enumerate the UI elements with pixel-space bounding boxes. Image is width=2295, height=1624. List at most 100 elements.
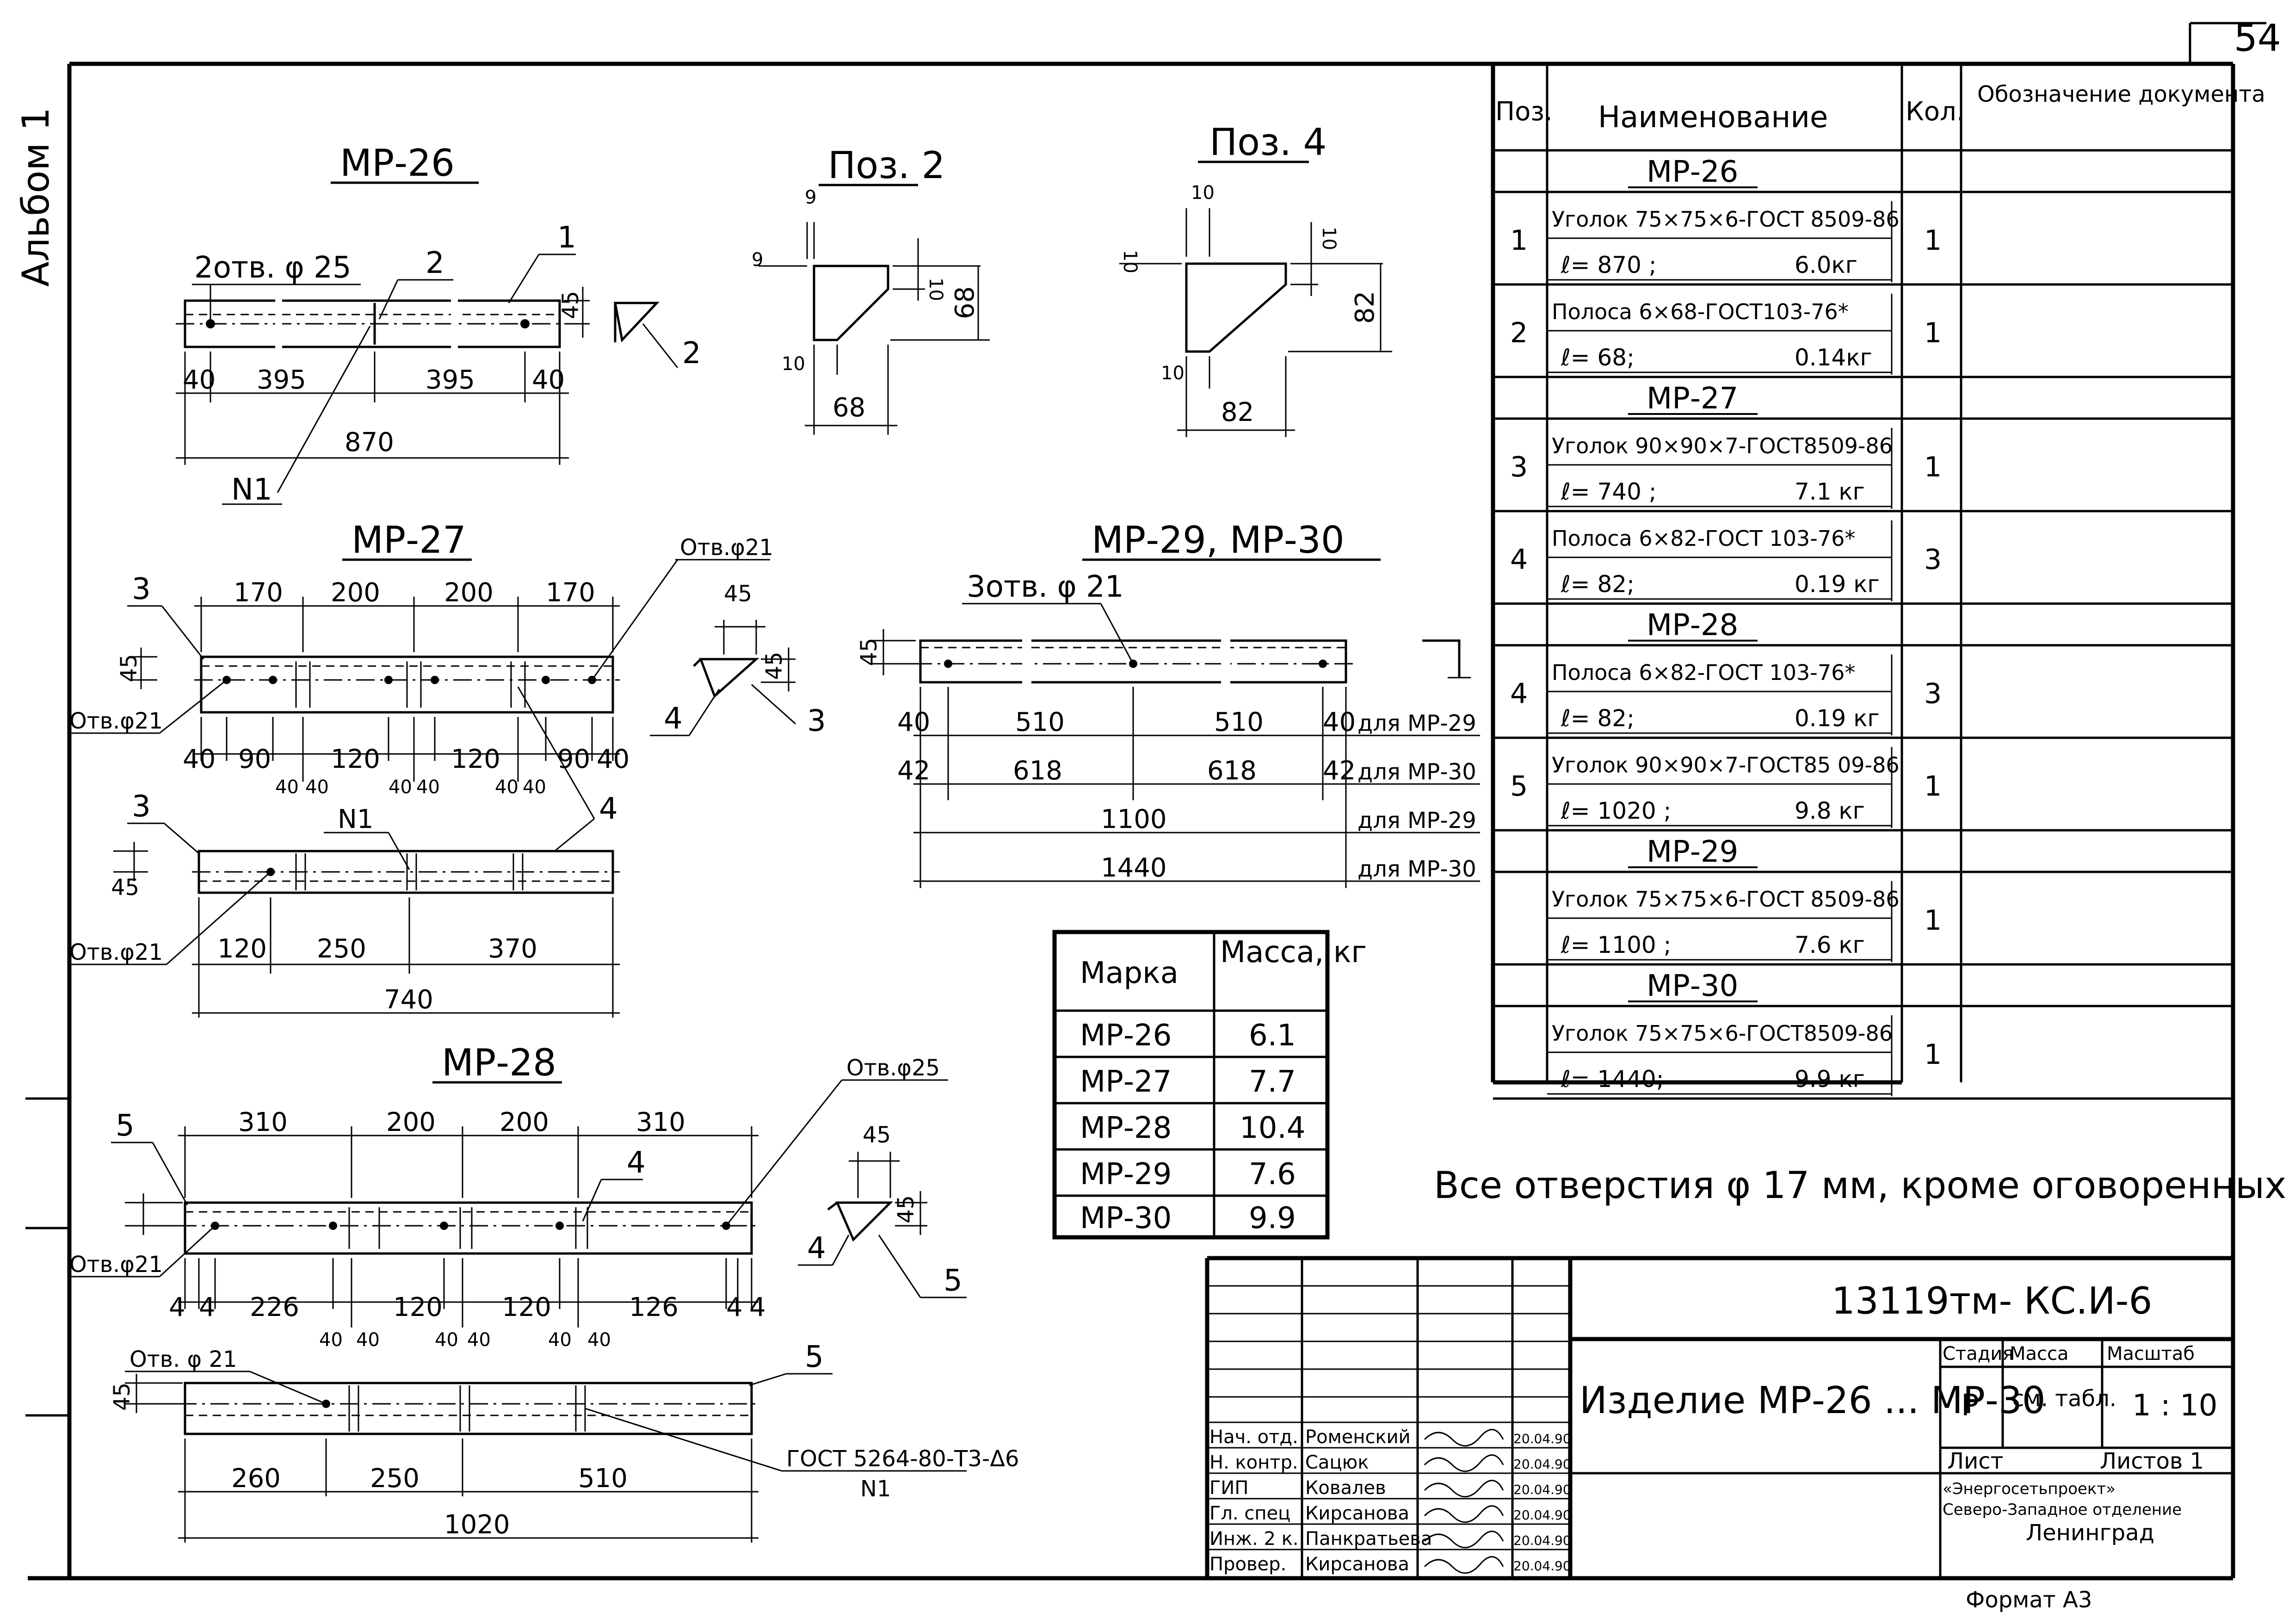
- mr27-dim-170a: 170: [234, 578, 283, 608]
- mass-table: Марка Масса, кг МР-26 6.1 МР-27 7.7 МР-2…: [1052, 930, 1367, 1240]
- spec-row-name: Уголок 75×75×6-ГОСТ 8509-86: [1552, 207, 1900, 232]
- spec-row-mass: 7.1 кг: [1795, 478, 1865, 505]
- mr29-total1-label: для МР-29: [1357, 808, 1476, 834]
- mr27-dim-120b: 120: [451, 744, 500, 774]
- mr27-dim-45c: 45: [761, 652, 787, 680]
- mr29-r1-40b: 40: [1323, 707, 1356, 737]
- signer-role: Н. контр.: [1209, 1452, 1298, 1473]
- spec-row-qty: 1: [1924, 1038, 1942, 1071]
- spec-group-mark: МР-26: [1647, 155, 1738, 189]
- spec-header-pos: Поз.: [1495, 97, 1553, 127]
- signer-date: 20.04.90: [1513, 1507, 1571, 1523]
- spec-row-name: Полоса 6×82-ГОСТ 103-76*: [1552, 660, 1855, 685]
- org-city: Ленинград: [2026, 1520, 2154, 1546]
- spec-row-pos: 5: [1510, 770, 1528, 803]
- spec-row-length: ℓ= 1440;: [1561, 1066, 1664, 1093]
- spec-row-mass: 0.14кг: [1795, 344, 1872, 371]
- mr29-total1: 1100: [1101, 804, 1167, 834]
- spec-row-length: ℓ= 740 ;: [1561, 478, 1657, 505]
- spec-row-name: Полоса 6×82-ГОСТ 103-76*: [1552, 526, 1855, 551]
- sheets-label: Листов 1: [2100, 1448, 2204, 1474]
- mr27-callout-4a: 4: [664, 702, 683, 736]
- mr28-total: 1020: [444, 1510, 510, 1540]
- mr28-weld-std: ГОСТ 5264-80-Т3-Δ6: [786, 1446, 1019, 1472]
- spec-row-length: ℓ= 68;: [1561, 344, 1635, 371]
- signer-date: 20.04.90: [1513, 1558, 1571, 1574]
- mr28-small-40e: 40: [548, 1329, 572, 1351]
- mr29-r1-label: для МР-29: [1357, 710, 1476, 736]
- mr28-holes-left: Отв.φ21: [69, 1252, 163, 1278]
- mr29-r2-label: для МР-30: [1357, 759, 1476, 785]
- mass-header: Масса: [2010, 1343, 2069, 1365]
- signer-date: 20.04.90: [1513, 1482, 1571, 1497]
- mr28-dim-120a: 120: [393, 1292, 443, 1322]
- mr28-dim-310b: 310: [636, 1107, 685, 1137]
- signer-role: Инж. 2 к.: [1209, 1528, 1299, 1550]
- signature: [1424, 1454, 1504, 1472]
- spec-row-qty: 1: [1924, 224, 1942, 257]
- signature: [1424, 1429, 1504, 1447]
- title-block: 13119тм- КС.И-6 Изделие МР-26 ... МР-30 …: [1205, 1256, 2233, 1613]
- mr27-dim-45d: 45: [111, 875, 139, 901]
- spec-group-mark: МР-27: [1647, 382, 1738, 416]
- signer-role: ГИП: [1209, 1477, 1248, 1499]
- mr28-small-40b: 40: [356, 1329, 380, 1351]
- mr27-small-40d: 40: [416, 777, 440, 798]
- mr26-dim-395b: 395: [426, 365, 475, 395]
- mr26-dim-40b: 40: [532, 365, 565, 395]
- mr28-small-40f: 40: [587, 1329, 611, 1351]
- mr27-dim-45a: 45: [116, 654, 142, 682]
- drawing-poz2: Поз. 2 9 9 10 68 10 68: [752, 144, 990, 435]
- mr27-dim-45b: 45: [724, 581, 752, 607]
- spec-row-mass: 9.9 кг: [1795, 1066, 1865, 1093]
- signer-role: Провер.: [1209, 1554, 1286, 1575]
- mr28-dim-4d: 4: [749, 1292, 766, 1322]
- mr29-side-dim: 45: [856, 638, 882, 666]
- spec-row-name: Полоса 6×68-ГОСТ103-76*: [1552, 299, 1849, 324]
- spec-row-mass: 0.19 кг: [1795, 705, 1880, 732]
- mass-row-1-mark: МР-26: [1080, 1019, 1172, 1053]
- spec-row-length: ℓ= 82;: [1561, 571, 1635, 598]
- spec-row-qty: 1: [1924, 770, 1942, 803]
- signer-name: Ковалев: [1305, 1477, 1386, 1499]
- mr28-callout-5c: 5: [805, 1340, 824, 1374]
- mr28-dim-126: 126: [629, 1292, 679, 1322]
- mr27-dim-170b: 170: [546, 578, 595, 608]
- mass-header-mark: Марка: [1080, 956, 1178, 990]
- poz2-dim-68h: 68: [833, 393, 865, 423]
- mr26-title: МР-26: [340, 142, 455, 185]
- poz2-dim-9a: 9: [805, 187, 816, 208]
- mr28-small-40c: 40: [435, 1329, 458, 1351]
- spec-row-name: Уголок 75×75×6-ГОСТ 8509-86: [1552, 887, 1900, 912]
- spec-table: Поз. Наименование Кол. Обозначение докум…: [1491, 64, 2265, 1085]
- mass-row-4-val: 7.6: [1249, 1157, 1296, 1192]
- mr29-r1-510b: 510: [1214, 707, 1264, 737]
- mr29-r2-618b: 618: [1207, 756, 1257, 786]
- spec-header-name: Наименование: [1598, 100, 1828, 135]
- signer-name: Кирсанова: [1305, 1554, 1409, 1575]
- mr28-holes-bottom: Отв. φ 21: [130, 1346, 237, 1372]
- spec-row-name: Уголок 90×90×7-ГОСТ8509-86: [1552, 433, 1893, 458]
- mr28-plan-250: 250: [370, 1463, 420, 1494]
- spec-row-mass: 7.6 кг: [1795, 932, 1865, 958]
- mr28-dim-45a: 45: [109, 1383, 135, 1411]
- signer-role: Нач. отд.: [1209, 1426, 1298, 1448]
- mr27-holes-left: Отв.φ21: [69, 708, 163, 734]
- mr26-dim-45: 45: [558, 291, 584, 319]
- mr29-r1-510a: 510: [1015, 707, 1065, 737]
- signer-name: Кирсанова: [1305, 1503, 1409, 1524]
- mr26-callout-2b: 2: [682, 336, 701, 370]
- mr28-callout-4a: 4: [627, 1146, 646, 1180]
- signer-name: Сацюк: [1305, 1452, 1369, 1473]
- spec-row-pos: 1: [1510, 224, 1528, 257]
- mass-row-1-val: 6.1: [1249, 1019, 1296, 1053]
- page-number: 54: [2234, 17, 2281, 60]
- scale-value: 1 : 10: [2132, 1389, 2217, 1423]
- mr28-title: МР-28: [442, 1041, 556, 1084]
- poz4-dim-82v: 82: [1350, 291, 1380, 324]
- spec-row-length: ℓ= 1100 ;: [1561, 932, 1671, 958]
- mr29-r2-42b: 42: [1323, 756, 1356, 786]
- mass-value: см. табл.: [2012, 1386, 2116, 1412]
